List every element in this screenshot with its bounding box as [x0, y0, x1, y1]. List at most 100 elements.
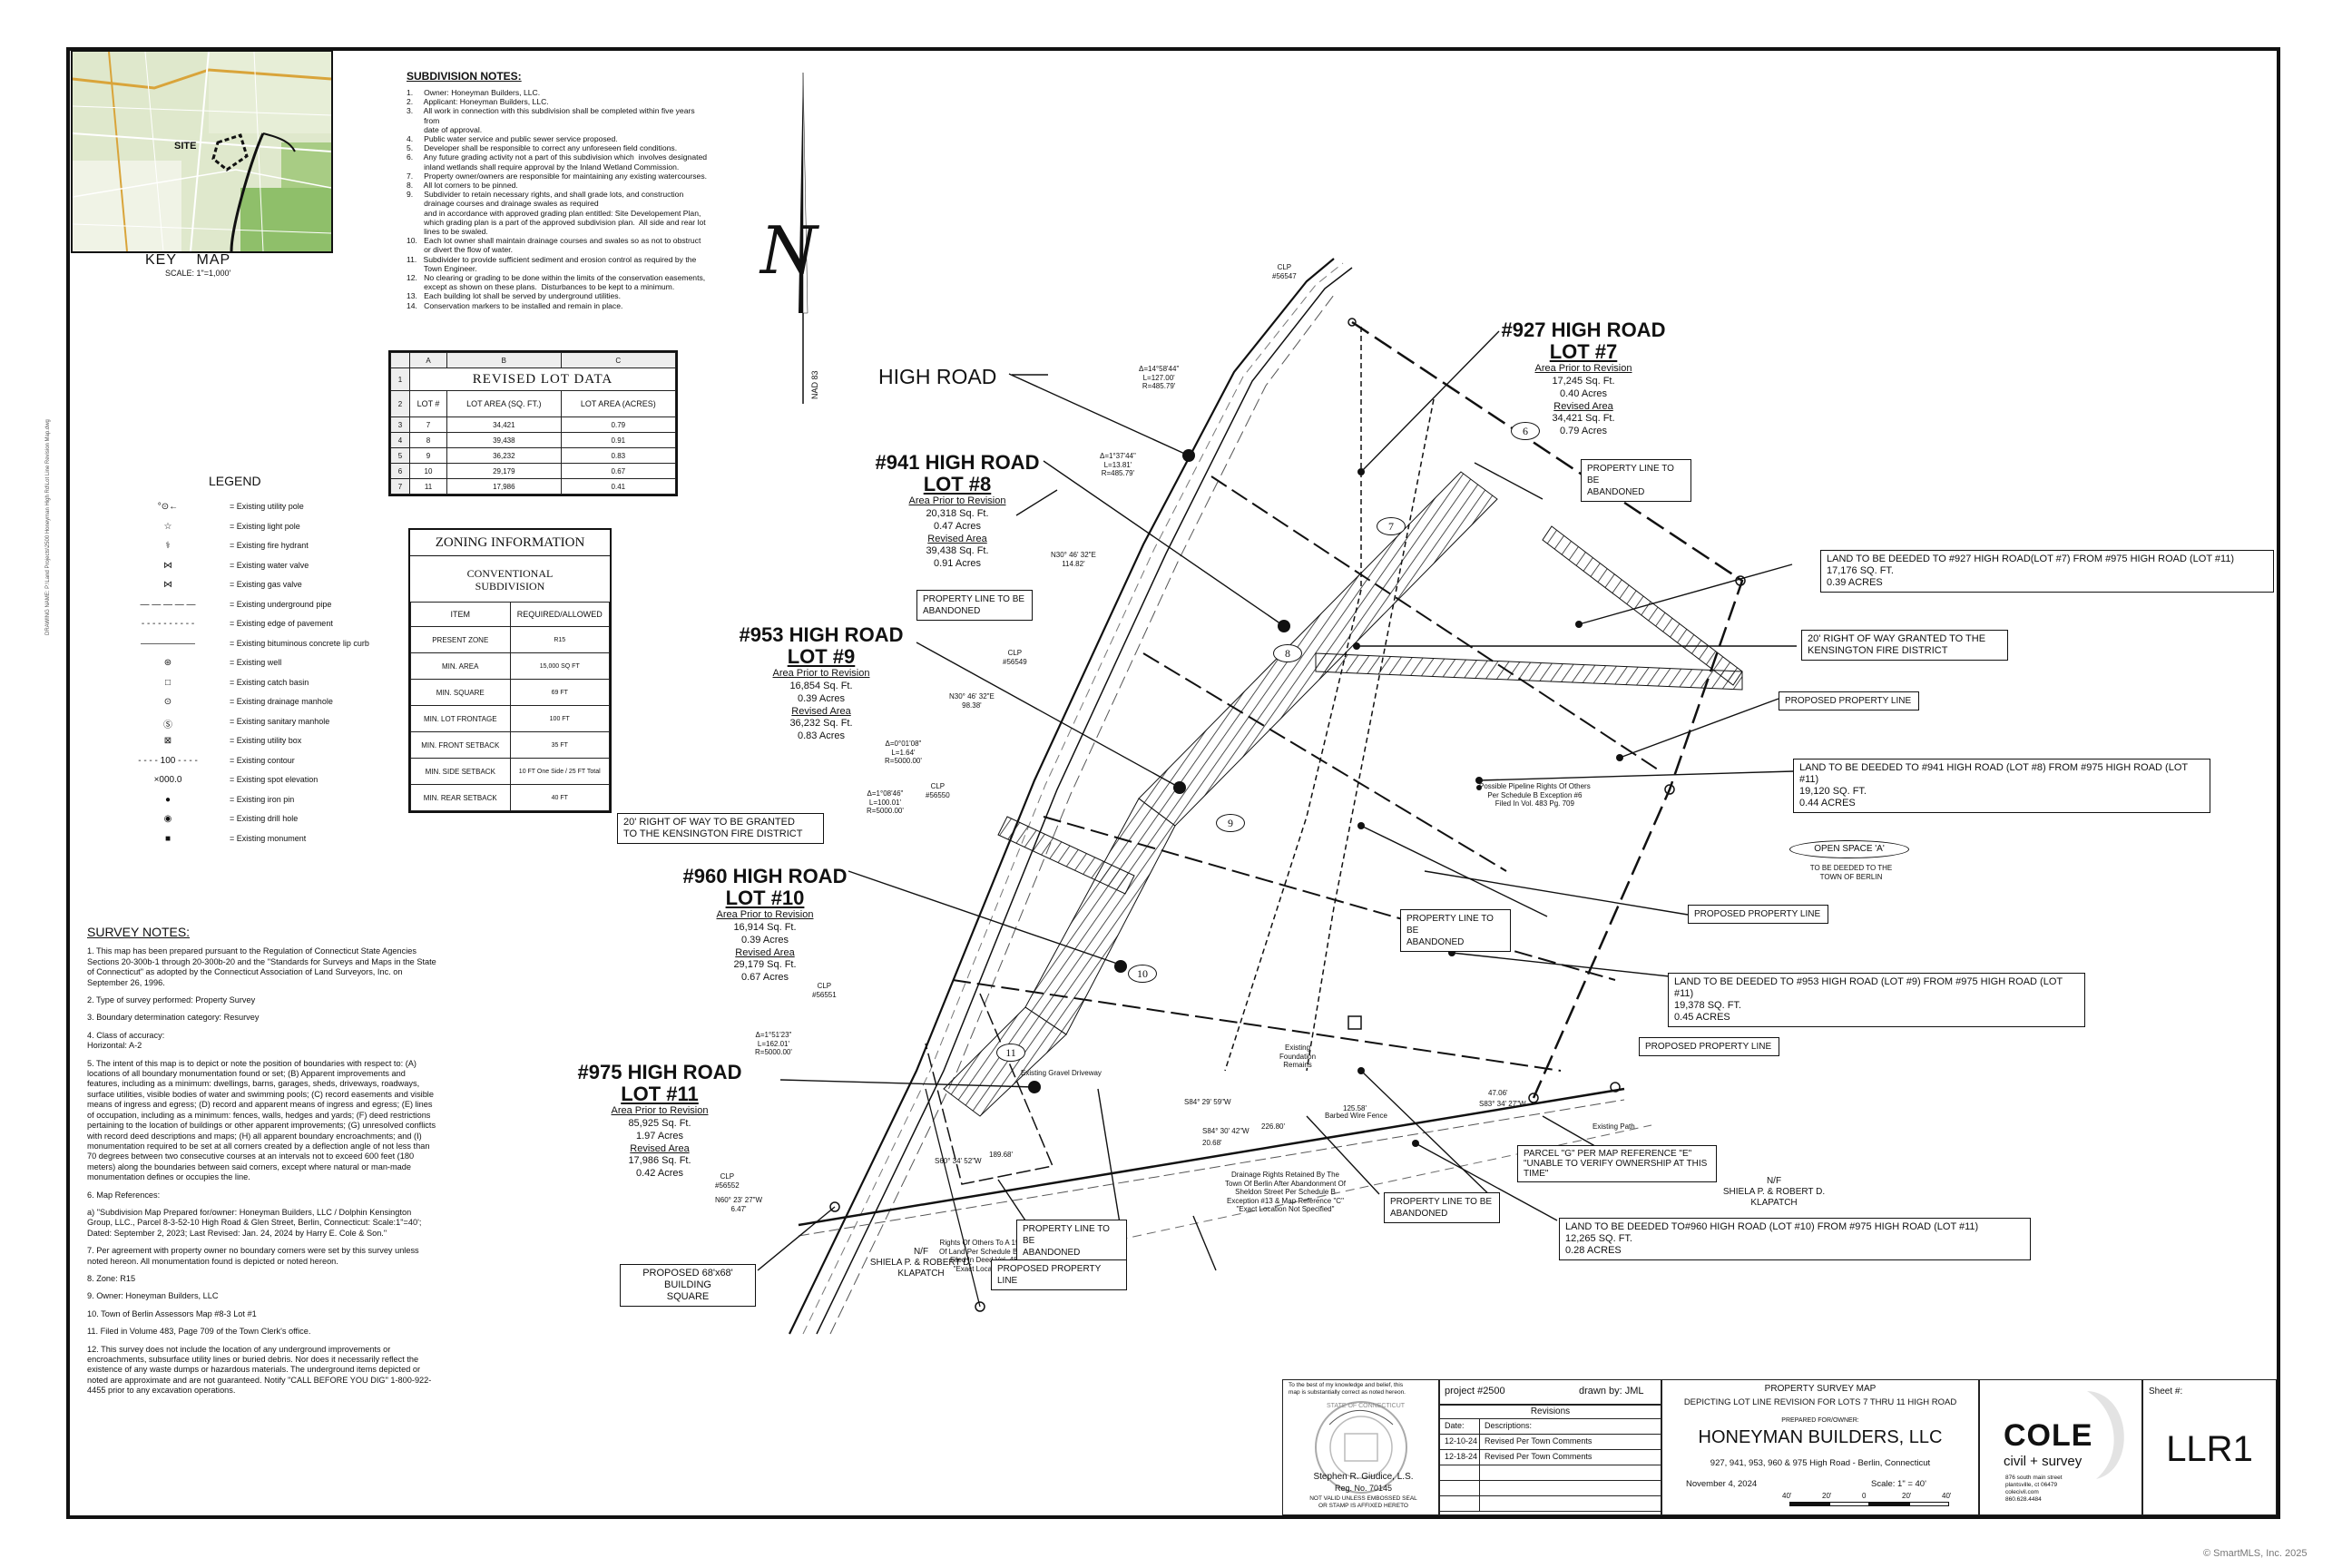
project-address: 927, 941, 953, 960 & 975 High Road - Ber… — [1710, 1458, 1931, 1468]
subdivision-note: which grading plan is a part of the appr… — [407, 217, 706, 227]
callout-text: PROPOSED 68'x68' BUILDING — [642, 1268, 733, 1290]
zoning-cell: PRESENT ZONE — [410, 626, 511, 653]
map-annotation: Existing Gravel Driveway — [1021, 1069, 1102, 1077]
map-annotation-line: Foundation — [1279, 1052, 1317, 1061]
project-number: project #2500 — [1445, 1386, 1505, 1396]
scale-bar-label: 0 — [1862, 1492, 1867, 1500]
callout-row-to-be-granted: 20' RIGHT OF WAY TO BE GRANTED TO THE KE… — [617, 813, 824, 844]
subdivision-note: drainage courses and drainage swales as … — [407, 199, 599, 209]
lot-prior-ac: 0.40 Acres — [1560, 387, 1607, 399]
callout-pl-abandoned-4: PROPERTY LINE TO BE ABANDONED — [1384, 1192, 1500, 1223]
map-annotation-line: Δ=0°01'08" — [885, 740, 922, 748]
zoning-information: ZONING INFORMATION CONVENTIONAL SUBDIVIS… — [408, 528, 612, 813]
lot-revised-ac: 0.91 Acres — [934, 558, 981, 570]
legend-item: - - - - - - - - - -= Existing edge of pa… — [100, 619, 399, 637]
revision-divider — [1479, 1418, 1480, 1511]
subdivision-note: 10. Each lot owner shall maintain draina… — [407, 236, 701, 246]
map-annotation: Δ=1°51'23"L=162.01'R=5000.00' — [755, 1031, 792, 1057]
lot-number: LOT #7 — [1549, 340, 1618, 364]
legend-item: ■= Existing monument — [100, 834, 399, 852]
north-letter: N — [760, 212, 818, 289]
map-annotation: Δ=0°01'08"L=1.64'R=5000.00' — [885, 740, 922, 766]
key-map-site-label: SITE — [174, 141, 197, 152]
map-annotation: Existing Path — [1592, 1122, 1635, 1131]
map-annotation-line: Town Of Berlin After Abandonment Of — [1225, 1179, 1346, 1188]
zoning-header: ITEM — [410, 602, 511, 627]
lot-number-oval: 6 — [1511, 422, 1540, 440]
map-annotation: Δ=1°08'46"L=100.01'R=5000.00' — [867, 789, 904, 816]
map-annotation-line: Filed In Vol. 483 Pg. 709 — [1494, 799, 1574, 808]
callout-text: ABANDONED — [1406, 937, 1465, 947]
rev-header-desc: Descriptions: — [1485, 1421, 1533, 1430]
map-annotation-line: Sheldon Street Per Schedule B — [1235, 1188, 1336, 1196]
map-annotation-line: L=162.01' — [757, 1039, 790, 1048]
legend-label: = Existing catch basin — [230, 677, 309, 687]
legend-item: ⋈= Existing water valve — [100, 561, 399, 579]
brand-address-line: 860.628.4484 — [2005, 1496, 2042, 1503]
callout-proposed-pl-3: PROPOSED PROPERTY LINE — [1639, 1037, 1779, 1056]
lot-revised-sf: 29,179 Sq. Ft. — [733, 959, 797, 971]
survey-note: 7. Per agreement with property owner no … — [87, 1246, 419, 1266]
copyright: © SmartMLS, Inc. 2025 — [2203, 1548, 2308, 1559]
survey-note: 9. Owner: Honeyman Builders, LLC — [87, 1291, 219, 1301]
map-annotation: 125.58' — [1343, 1104, 1367, 1112]
north-arrow — [799, 72, 808, 404]
prepared-for: PREPARED FOR/OWNER: — [1781, 1417, 1859, 1424]
subdivision-note: or divert the flow of water. — [407, 245, 514, 255]
callout-proposed-pl-4: PROPOSED PROPERTY LINE — [991, 1259, 1127, 1290]
lot-data-header: LOT # — [409, 390, 447, 417]
subdivision-note: 11. Subdivider to provide sufficient sed… — [407, 254, 697, 264]
survey-note: 5. The intent of this map is to depict o… — [87, 1058, 436, 1182]
legend-item: ☆= Existing light pole — [100, 522, 399, 540]
callout-text: PROPERTY LINE TO BE — [1406, 914, 1494, 936]
scale-bar-label: 20' — [1822, 1492, 1832, 1500]
callout-parcel-g: PARCEL "G" PER MAP REFERENCE "E" "UNABLE… — [1517, 1145, 1717, 1182]
rev-header-date: Date: — [1445, 1421, 1465, 1430]
map-annotation-line: CLP — [720, 1172, 735, 1181]
callout-text: TIME" — [1524, 1169, 1549, 1179]
map-annotation: S83° 34' 27"W — [1479, 1100, 1526, 1108]
map-annotation-line: Of Land Per Schedule B Exception #12 — [939, 1247, 1066, 1256]
survey-notes-title: SURVEY NOTES: — [87, 925, 191, 939]
high-road-label: HIGH ROAD — [878, 365, 997, 388]
revision-date: 12-10-24 — [1445, 1436, 1478, 1446]
lot-number: LOT #11 — [621, 1083, 699, 1106]
map-annotation-line: CLP — [1277, 263, 1292, 271]
lot-prior-sf: 16,914 Sq. Ft. — [733, 922, 797, 934]
lot-prior-label: Area Prior to Revision — [772, 668, 870, 680]
brand-address-line: 876 south main street — [2005, 1475, 2063, 1481]
lot-revised-sf: 36,232 Sq. Ft. — [789, 718, 853, 730]
callout-text: LAND TO BE DEEDED TO #941 HIGH ROAD (LOT… — [1799, 762, 2188, 785]
lot-data-cell: 10 — [409, 463, 447, 479]
lot-number-oval: 8 — [1273, 644, 1302, 662]
map-annotation-line: #56551 — [812, 990, 837, 999]
map-annotation: CLP#56549 — [1003, 649, 1027, 666]
legend-label: = Existing sanitary manhole — [230, 716, 330, 726]
key-map-graphic — [73, 52, 331, 251]
lot-address: #975 HIGH ROAD — [577, 1061, 742, 1083]
map-annotation-line: N60° 23' 27"W — [715, 1196, 763, 1204]
lot-data-cell: 0.41 — [560, 478, 677, 495]
map-annotation: S84° 30' 42"W — [1202, 1127, 1250, 1135]
surveyor-seal — [1315, 1401, 1407, 1494]
subdivision-note: 5. Developer shall be responsible to cor… — [407, 143, 678, 153]
lot-prior-label: Area Prior to Revision — [611, 1105, 709, 1117]
zoning-header: REQUIRED/ALLOWED — [509, 602, 610, 627]
survey-note: 2. Type of survey performed: Property Su… — [87, 995, 256, 1005]
lot-revised-label: Revised Area — [735, 946, 795, 958]
subdivision-note: 13. Each building lot shall be served by… — [407, 291, 621, 301]
survey-notes: SURVEY NOTES: 1. This map has been prepa… — [87, 925, 436, 1404]
lot-prior-ac: 0.47 Acres — [934, 520, 981, 532]
subdivision-note: except as shown on these plans. Disturba… — [407, 282, 675, 292]
scale-bar-segment — [1909, 1502, 1949, 1506]
